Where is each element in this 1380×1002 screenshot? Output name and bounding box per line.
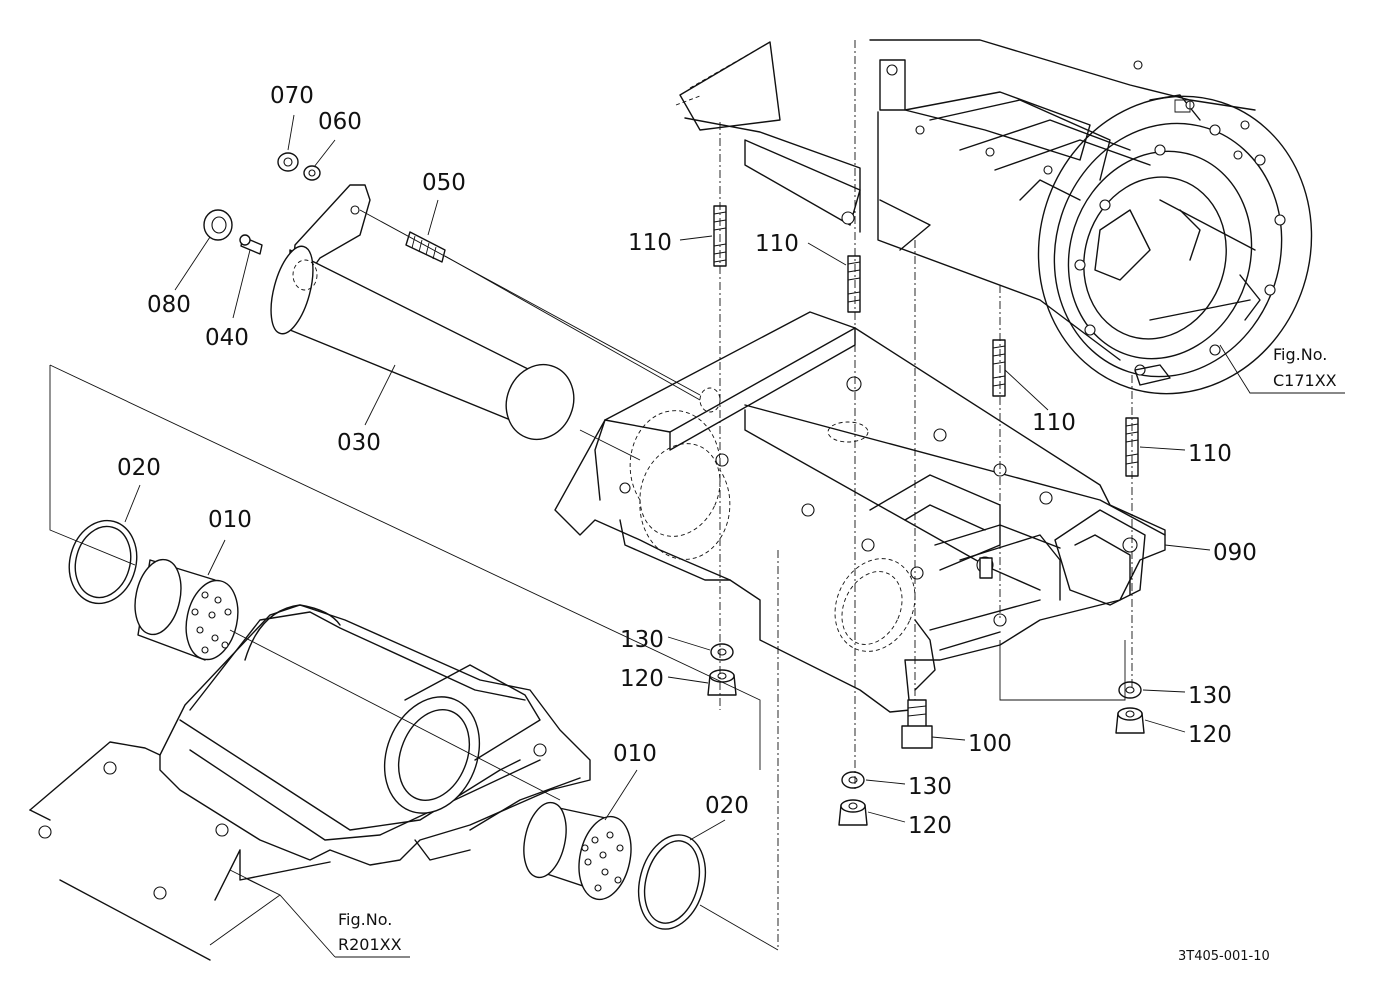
assembly-center-lines [49, 40, 1133, 951]
bolt-050 [405, 231, 446, 263]
callout-120: 120 [908, 813, 952, 839]
front-axle [29, 604, 591, 961]
fig-ref-code: C171XX [1273, 371, 1337, 390]
callout-100: 100 [968, 731, 1012, 757]
callout-120: 120 [1188, 722, 1232, 748]
callout-010: 010 [208, 507, 252, 533]
transmission-case [675, 39, 1313, 395]
stud-110 [847, 255, 861, 313]
fig-ref-label: Fig.No. [1273, 345, 1327, 364]
callout-120: 120 [620, 666, 664, 692]
bushing-oil-holes [581, 831, 624, 892]
callout-130: 130 [1188, 683, 1232, 709]
nut-120 [1115, 707, 1145, 734]
bushing-010-right [523, 801, 632, 901]
callout-110: 110 [755, 231, 799, 257]
callout-070: 070 [270, 83, 314, 109]
callout-110: 110 [628, 230, 672, 256]
callout-020: 020 [705, 793, 749, 819]
callout-leaders [124, 114, 1345, 958]
fig-ref-code: R201XX [338, 935, 402, 954]
bell-housing-bolt-holes [841, 60, 1286, 376]
drawing-number: 3T405-001-10 [1178, 949, 1270, 964]
washer-130 [710, 643, 734, 661]
nut-120 [838, 799, 868, 826]
callout-030: 030 [337, 430, 381, 456]
washer-130 [841, 771, 865, 789]
callout-010: 010 [613, 741, 657, 767]
part-callouts: 070 060 050 080 040 030 020 010 010 020 … [117, 83, 1257, 839]
stud-110 [992, 339, 1006, 397]
bushing-010-left [134, 558, 239, 661]
pivot-pin-030 [270, 184, 575, 441]
bushing-oil-holes [191, 591, 232, 654]
callout-110: 110 [1032, 410, 1076, 436]
callout-080: 080 [147, 292, 191, 318]
callout-090: 090 [1213, 540, 1257, 566]
callout-060: 060 [318, 109, 362, 135]
grease-nipple-040 [239, 234, 263, 255]
washer-130 [1118, 681, 1142, 699]
nut-070 [277, 152, 299, 172]
callout-110: 110 [1188, 441, 1232, 467]
seal-020-left [68, 519, 138, 605]
fig-ref-label: Fig.No. [338, 910, 392, 929]
plug-080 [203, 209, 233, 241]
callout-020: 020 [117, 455, 161, 481]
seal-020-right [637, 834, 707, 930]
figure-reference-bottom: Fig.No. R201XX [338, 910, 402, 954]
bolt-100 [901, 699, 933, 749]
callout-130: 130 [620, 627, 664, 653]
callout-050: 050 [422, 170, 466, 196]
callout-130: 130 [908, 774, 952, 800]
washer-060 [303, 165, 321, 181]
figure-reference-right: Fig.No. C171XX [1273, 345, 1337, 390]
axle-bracket-090 [554, 311, 1166, 713]
callout-040: 040 [205, 325, 249, 351]
